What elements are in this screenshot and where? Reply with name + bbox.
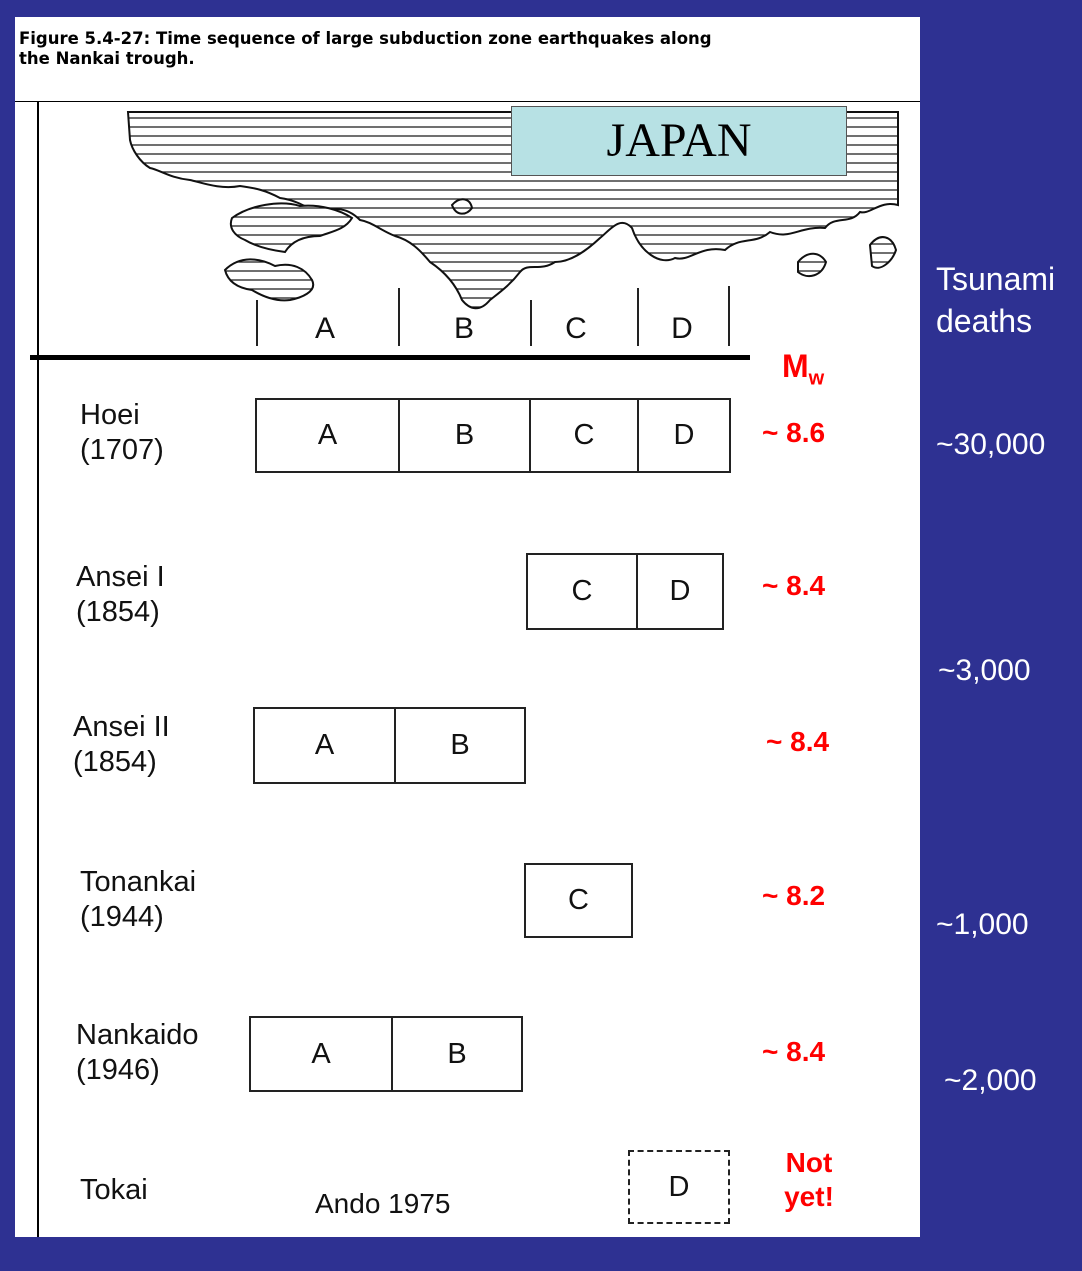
island-shikoku [229,202,354,254]
rupture-segment-d: D [636,553,724,630]
segment-label-d: D [671,312,693,345]
island-east [868,236,898,269]
tsunami-deaths-tonankai: ~1,000 [936,908,1029,941]
segment-label-b: B [453,312,474,345]
magnitude-nankaido: ~ 8.4 [762,1036,826,1067]
rupture-segment-b: B [394,707,526,784]
segment-tick [398,288,400,346]
magnitude-tokai: Not yet! [784,1147,834,1212]
segment-tick [256,300,258,346]
rupture-segment-c: C [529,398,639,473]
magnitude-hoei: ~ 8.6 [762,417,826,448]
map-label-japan: JAPAN [511,106,847,176]
magnitude-ansei-2: ~ 8.4 [766,726,830,757]
magnitude-ansei-1: ~ 8.4 [762,570,826,601]
segment-label-a: A [314,312,335,345]
tsunami-header-line-1: Tsunami [936,261,1056,297]
quake-name-tonankai: Tonankai(1944) [80,866,197,933]
segment-tick [530,300,532,346]
quake-name-nankaido: Nankaido(1946) [76,1019,199,1086]
rupture-segment-a: A [249,1016,393,1092]
rupture-segment-a: A [253,707,396,784]
tsunami-deaths-hoei: ~30,000 [936,428,1046,461]
rupture-segment-b: B [391,1016,523,1092]
tsunami-deaths-ansei: ~3,000 [938,654,1031,687]
tsunami-header-line-2: deaths [936,303,1033,339]
quake-name-ansei-1: Ansei I(1854) [76,561,165,628]
rupture-segment-b: B [398,398,531,473]
island-izu [797,252,828,278]
segment-label-c: C [565,312,587,345]
citation-ando: Ando 1975 [315,1188,451,1219]
rupture-segment-c: C [524,863,633,938]
magnitude-header: Mw [782,348,825,390]
island-small [450,198,474,215]
island-kyushu [223,258,315,302]
rupture-segment-a: A [255,398,400,473]
caption-line-1: Figure 5.4-27: Time sequence of large su… [19,29,712,48]
quake-name-ansei-2: Ansei II(1854) [73,711,170,778]
tsunami-deaths-header: Tsunami deaths [936,258,1055,342]
trough-baseline [30,355,750,360]
left-border-line [37,101,39,1237]
rupture-segment-d-future: D [628,1150,730,1224]
magnitude-tonankai: ~ 8.2 [762,880,826,911]
caption-line-2: the Nankai trough. [19,49,195,68]
figure-caption: Figure 5.4-27: Time sequence of large su… [19,29,919,69]
caption-divider [15,101,920,102]
quake-name-tokai: Tokai [80,1174,148,1206]
rupture-segment-c: C [526,553,638,630]
rupture-segment-d: D [637,398,731,473]
quake-name-hoei: Hoei(1707) [80,399,164,466]
segment-tick [637,288,639,346]
tsunami-deaths-nankaido: ~2,000 [944,1064,1037,1097]
japan-map [126,111,899,310]
segment-tick [728,286,730,346]
